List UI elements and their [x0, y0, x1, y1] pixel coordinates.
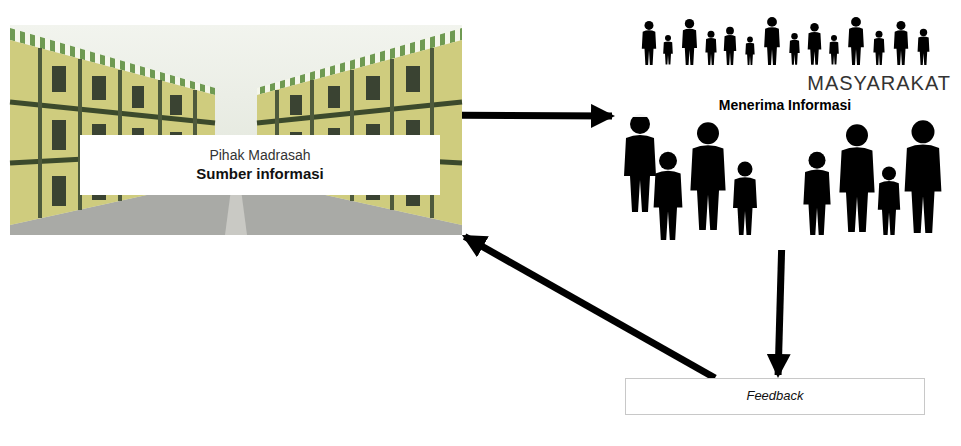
node-box: Feedback: [625, 378, 925, 415]
people-bottom: [624, 114, 941, 240]
label-box: MASYARAKATMenerima Informasi: [615, 67, 955, 117]
node-box: Pihak MadrasahSumber informasi: [10, 25, 462, 235]
label-box: Feedback: [625, 378, 925, 415]
flow-arrow: [462, 112, 612, 120]
sky: [10, 25, 462, 235]
node-text: Menerima Informasi: [619, 96, 951, 114]
node-text: Feedback: [634, 388, 916, 405]
people-top: [642, 17, 930, 65]
node-text: MASYARAKAT: [619, 70, 951, 96]
school-photo: [10, 25, 462, 235]
node-text: Sumber informasi: [86, 164, 434, 184]
label-box: Pihak MadrasahSumber informasi: [80, 135, 440, 195]
flow-arrow: [778, 250, 782, 375]
node-box: MASYARAKATMenerima Informasi: [615, 15, 955, 250]
building-facade: [257, 40, 462, 225]
node-text: Pihak Madrasah: [86, 146, 434, 164]
building-facade: [10, 40, 215, 225]
people-silhouettes: [624, 17, 941, 240]
flow-arrow: [465, 236, 715, 378]
